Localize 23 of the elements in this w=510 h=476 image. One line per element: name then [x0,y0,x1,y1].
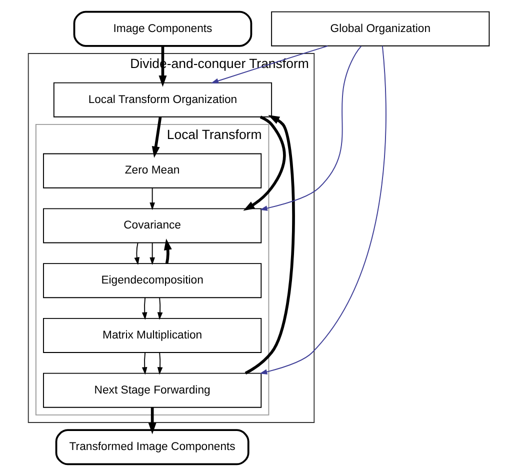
arrow [150,242,155,265]
node-box: Covariance [43,208,262,244]
node-box: Transformed Image Components [55,429,250,466]
arrow [148,407,156,434]
node-box: Matrix Multiplication [43,318,262,353]
node-box: Zero Mean [43,153,262,188]
node-box: Local Transform Organization [53,82,272,118]
node-box: Next Stage Forwarding [43,372,262,408]
arrow [260,46,362,211]
arrow [142,297,148,320]
arrow [244,115,295,375]
arrow [164,238,172,264]
arrow [260,45,386,374]
arrow [157,352,163,375]
arrow [134,242,140,265]
node-box: Global Organization [271,11,490,46]
arrow [157,297,163,320]
node-box: Eigendecomposition [43,263,262,298]
arrow [243,116,286,211]
arrow [152,116,162,158]
arrow [142,352,148,375]
node-box: Image Components [73,10,252,47]
arrow [150,187,155,210]
